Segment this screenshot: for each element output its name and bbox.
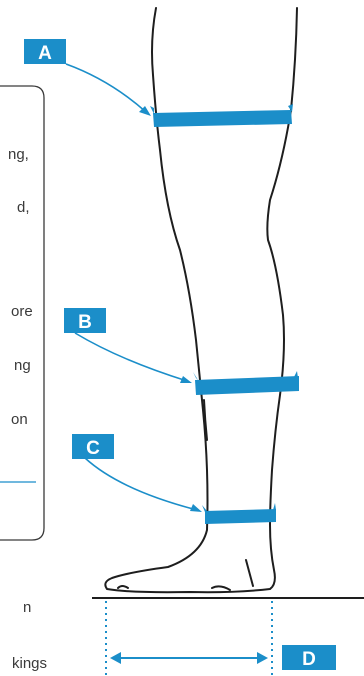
foot-length-measure bbox=[106, 601, 272, 676]
band-a bbox=[150, 104, 293, 127]
label-d: D bbox=[282, 645, 336, 670]
label-c-text: C bbox=[86, 438, 100, 459]
length-arrow-head-right bbox=[257, 652, 268, 664]
band-c bbox=[202, 503, 276, 524]
label-d-text: D bbox=[302, 649, 316, 670]
text-fragment-1: ng, bbox=[8, 146, 29, 163]
leg-outline bbox=[105, 8, 297, 592]
text-fragment-2: d, bbox=[17, 199, 30, 216]
text-fragment-4: ng bbox=[14, 357, 31, 374]
label-c: C bbox=[72, 434, 114, 459]
label-b-text: B bbox=[78, 312, 92, 333]
text-fragment-6: n bbox=[23, 599, 31, 616]
label-a: A bbox=[24, 39, 66, 64]
label-a-text: A bbox=[38, 43, 52, 64]
label-b: B bbox=[64, 308, 106, 333]
length-arrow-head-left bbox=[110, 652, 121, 664]
text-fragment-7: kings bbox=[12, 655, 47, 672]
text-fragment-3: ore bbox=[11, 303, 33, 320]
text-fragment-5: on bbox=[11, 411, 28, 428]
